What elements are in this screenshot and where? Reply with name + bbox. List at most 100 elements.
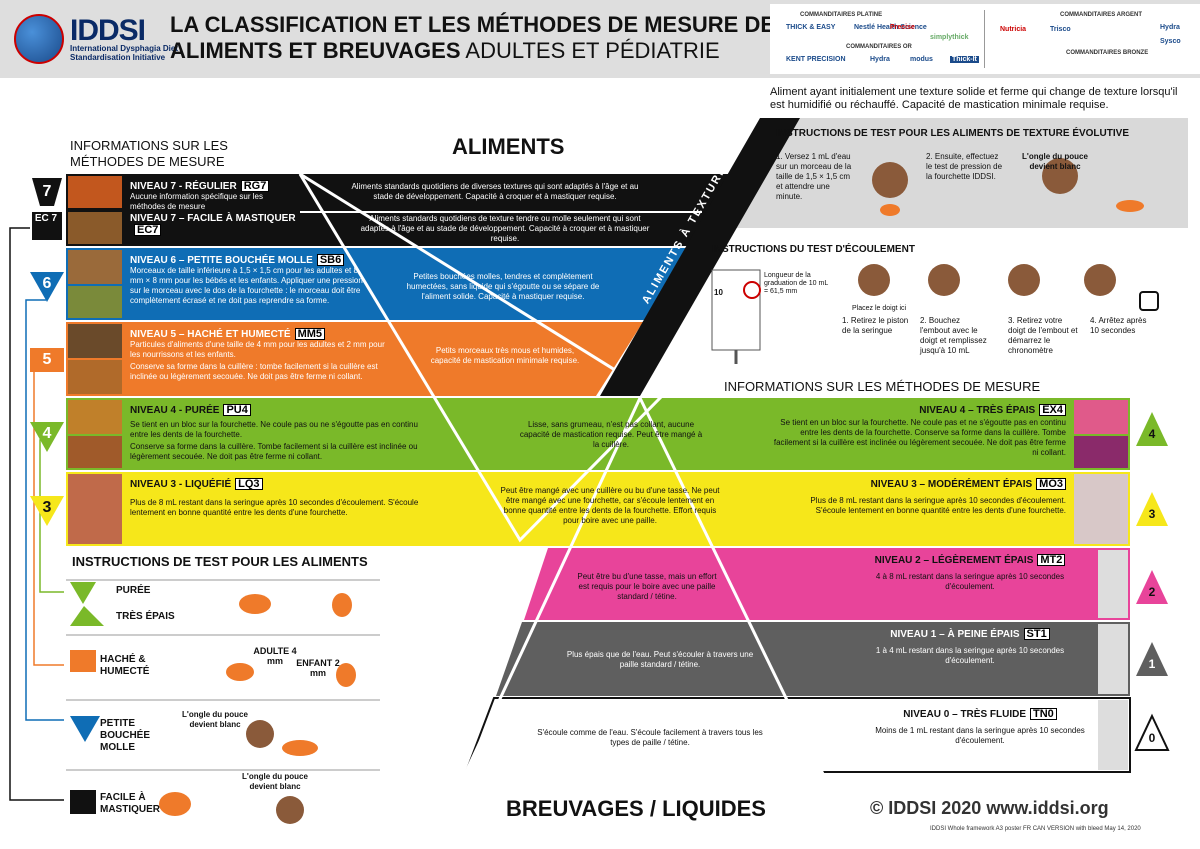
drink-level-0-desc: S'écoule comme de l'eau. S'écoule facile… — [537, 728, 763, 747]
level-3-number: 3 — [42, 499, 52, 516]
band-level-1 — [496, 622, 1130, 696]
sponsor-logo: THICK & EASY — [786, 24, 836, 31]
food-easy-icon — [159, 792, 191, 816]
sponsor-logo: Sysco — [1160, 38, 1181, 45]
texture-step-2: 2. Ensuite, effectuez le test de pressio… — [926, 152, 1003, 181]
sponsors-panel: COMMANDITAIRES PLATINE THICK & EASY Nest… — [770, 4, 1200, 74]
drink-level-1-desc: Plus épais que de l'eau. Peut s'écouler … — [566, 650, 754, 669]
graduation-marker-icon — [743, 281, 761, 299]
level-4-desc: Lisse, sans grumeau, n'est pas collant, … — [519, 420, 703, 449]
drink-3-number: 3 — [1148, 507, 1156, 521]
test-level-4-icon — [70, 582, 96, 604]
title-line-2: ALIMENTS ET BREUVAGES ADULTES ET PÉDIATR… — [170, 38, 720, 63]
hand-icon — [872, 162, 908, 198]
sponsor-logo: simplythick — [930, 34, 969, 41]
iddsi-globe-icon — [14, 14, 64, 64]
syringe-photo-2 — [1098, 550, 1128, 618]
level-7-icon — [32, 178, 62, 206]
band-level-ec7 — [66, 210, 730, 246]
sponsor-logo: Precise — [890, 24, 915, 31]
band-level-7 — [66, 174, 760, 210]
drink-level-4-icon — [1136, 412, 1168, 446]
timer-icon — [1139, 291, 1159, 311]
graduation-note: Longueur de la graduation de 10 mL = 61,… — [764, 272, 828, 295]
food-tests-heading: INSTRUCTIONS DE TEST POUR LES ALIMENTS — [72, 554, 368, 569]
hand-icon — [1042, 158, 1078, 194]
flow-step-4: 4. Arrêtez après 10 secondes — [1090, 316, 1147, 335]
level-ec7-number: EC 7 — [34, 213, 58, 224]
test-ongle-label: L'ongle du pouce devient blanc — [182, 710, 248, 729]
texture-evol-panel — [715, 118, 1188, 228]
sponsors-bronze-label: COMMANDITAIRES BRONZE — [1066, 50, 1149, 56]
level-3-icon — [30, 496, 64, 526]
drink-photo-4a — [1074, 400, 1128, 434]
flow-step-3: 3. Retirez votre doigt de l'embout et dé… — [1008, 316, 1078, 355]
hand-thumb-icon — [276, 796, 304, 824]
sponsors-or-label: COMMANDITAIRES OR — [846, 44, 912, 50]
level-4-number: 4 — [42, 425, 52, 442]
hand-thumb-icon — [246, 720, 274, 748]
level-ec7-icon — [32, 212, 62, 240]
sponsor-logo: KENT PRECISION — [786, 56, 846, 63]
sponsor-divider — [984, 10, 985, 68]
food-sample-icon — [1116, 200, 1144, 212]
food-photo-4a — [68, 400, 122, 434]
level-5-icon — [30, 348, 64, 372]
test-enfant-label: ENFANT 2 mm — [296, 658, 340, 678]
test-hache-label: HACHÉ & HUMECTÉ — [100, 654, 150, 677]
sponsor-logo: Trisco — [1050, 26, 1071, 33]
drink-0-number: 0 — [1148, 731, 1156, 745]
syringe-diagram — [711, 269, 761, 351]
drink-photo-4b — [1074, 436, 1128, 468]
food-sample-icon — [880, 204, 900, 216]
level-3-desc: Peut être mangé avec une cuillère ou bu … — [500, 486, 720, 525]
band-level-5 — [66, 322, 643, 396]
breuvages-heading: BREUVAGES / LIQUIDES — [506, 796, 766, 821]
sponsor-logo: modus — [910, 56, 933, 63]
aliments-heading: ALIMENTS — [452, 134, 565, 159]
bracket-6 — [25, 299, 64, 721]
drink-level-2-desc: Peut être bu d'une tasse, mais un effort… — [577, 572, 717, 601]
flow-test-title: INSTRUCTIONS DU TEST D'ÉCOULEMENT — [712, 244, 915, 255]
texture-evol-intro: Aliment ayant initialement une texture s… — [770, 86, 1178, 111]
drink-photo-3 — [1074, 474, 1128, 544]
drink-1-number: 1 — [1148, 657, 1156, 671]
test-level-ec7-icon — [70, 790, 96, 814]
food-photo-4b — [68, 436, 122, 468]
level-5-desc: Petits morceaux très mous et humides, ca… — [430, 346, 580, 365]
food-photo-5a — [68, 324, 122, 358]
sponsors-platine-label: COMMANDITAIRES PLATINE — [800, 12, 883, 18]
footer-small-text: IDDSI Whole framework A3 poster FR CAN V… — [930, 826, 1141, 832]
pyramid-outline — [463, 394, 825, 774]
sponsors-argent-label: COMMANDITAIRES ARGENT — [1060, 12, 1142, 18]
level-6-number: 6 — [42, 275, 52, 292]
texture-evol-title: INSTRUCTIONS DE TEST POUR LES ALIMENTS D… — [776, 128, 1129, 139]
level-6-desc: Petites bouchées molles, tendres et comp… — [406, 272, 600, 301]
sponsor-logo: Nestlé Health Science — [854, 24, 927, 31]
drink-level-0-icon — [1134, 713, 1170, 751]
food-photo-ec7 — [68, 212, 122, 244]
flow-step-2: 2. Bouchez l'embout avec le doigt et rem… — [920, 316, 987, 355]
test-drink-4-icon — [70, 606, 104, 626]
texture-step-1: 1. Versez 1 mL d'eau sur un morceau de l… — [776, 152, 852, 201]
hand-syringe-icon — [1084, 264, 1116, 296]
sponsor-logo: Hydra — [1160, 24, 1180, 31]
band-level-3 — [66, 472, 1130, 546]
footer-copyright: © IDDSI 2020 www.iddsi.org — [870, 798, 1109, 818]
spoon-mince-icon — [336, 663, 356, 687]
sponsor-logo: Hydra — [870, 56, 890, 63]
test-tres-epais-label: TRÈS ÉPAIS — [116, 611, 175, 622]
spoon-puree-icon — [332, 593, 352, 617]
food-photo-5b — [68, 360, 122, 394]
info-right-heading: INFORMATIONS SUR LES MÉTHODES DE MESURE — [724, 379, 1041, 394]
level-ec7-desc: Aliments standards quotidiens de texture… — [360, 214, 650, 243]
